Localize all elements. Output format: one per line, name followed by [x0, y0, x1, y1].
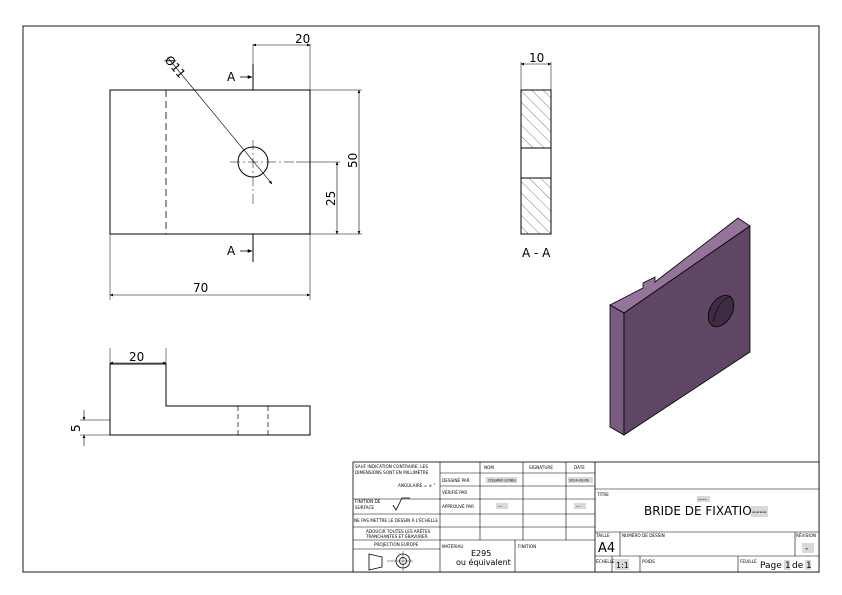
section-hatch-top — [520, 89, 552, 149]
format-value: A4 — [598, 541, 615, 556]
section-marker-bottom: A — [227, 244, 236, 258]
title-block: SAUF INDICATION CONTRAIRE, LES DIMENSION… — [352, 461, 820, 573]
bottom-view-outline — [109, 363, 311, 436]
title-suffix-field — [751, 506, 768, 517]
iso-front-face — [623, 225, 751, 436]
iso-hole-inner — [712, 295, 732, 323]
sheet-page-num: 1 — [785, 561, 791, 571]
row-approved: APPROUVÉ PAR — [442, 504, 474, 509]
isometric-view — [609, 217, 751, 436]
approved-date-field — [574, 503, 586, 509]
sheet-label: FEUILLE — [740, 559, 757, 564]
drawn-date: 2024-03-06 — [569, 479, 589, 483]
deburr-line1: ADOUCIR TOUTES LES ARÊTES — [366, 529, 431, 534]
drawn-name-field — [486, 477, 517, 483]
surface-finish-line1: FINITION DE — [355, 499, 381, 504]
dim-height: 50 — [346, 153, 360, 168]
title-main: BRIDE DE FIXATION — [644, 504, 761, 518]
dim-step-width: 20 — [129, 350, 144, 364]
revision-label: RÉVISION — [796, 533, 816, 538]
title-top-field — [697, 496, 710, 502]
sheet-total-field — [805, 560, 811, 570]
diameter-leader — [167, 57, 273, 185]
sheet-page-word: Page — [760, 561, 782, 571]
title-label: TITRE — [596, 492, 609, 497]
projection-symbol — [368, 551, 413, 571]
angular-note: ANGULAIRE = ± ° — [398, 483, 436, 488]
section-hole-gap — [520, 147, 552, 179]
approved-name: --- — [498, 504, 503, 509]
iso-side-face — [609, 304, 625, 436]
drawing-number-label: NUMÉRO DE DESSIN — [622, 533, 665, 538]
material-value: E295 — [471, 549, 491, 558]
dim-hole-x: 20 — [295, 32, 310, 46]
sheet-of-word: de — [792, 561, 804, 571]
dim-width: 70 — [193, 281, 208, 295]
format-label: TAILLE — [595, 533, 610, 538]
revision-value: - — [805, 544, 808, 554]
deburr-line2: TRANCHANTES ET ÉBAVURER — [365, 534, 428, 539]
weight-label: POIDS — [642, 559, 655, 564]
sheet-total: 1 — [806, 561, 812, 571]
scale-label: ÉCHELLE — [596, 559, 615, 564]
front-view: A A Ø11 20 50 25 70 — [109, 32, 362, 300]
general-note-line2: DIMENSIONS SONT EN MILLIMÈTRE — [355, 470, 429, 475]
material-label: MATÉRIAU — [442, 544, 463, 549]
row-checked: VÉRIFIÉ PAR — [442, 490, 467, 495]
title-suffix: ---- — [752, 507, 767, 518]
scale-value: 1:1 — [616, 561, 629, 570]
no-scale-note: NE PAS METTRE LE DESSIN À L'ÉCHELLE — [354, 518, 438, 523]
scale-field — [615, 559, 629, 570]
section-marker-top: A — [227, 70, 236, 84]
dim-thickness: 10 — [529, 51, 544, 65]
surface-finish-line2: SURFACE — [355, 505, 374, 510]
revision-field — [802, 543, 814, 553]
col-name: NOM — [484, 465, 494, 470]
bottom-view: 20 5 — [69, 348, 311, 446]
surface-finish-symbol — [392, 497, 410, 511]
dim-hole-y: 25 — [324, 191, 338, 206]
col-signature: SIGNATURE — [529, 465, 553, 470]
projection-label: PROJECTION EUROPE — [374, 542, 419, 547]
dim-thin: 5 — [69, 424, 83, 432]
dim-diameter: Ø11 — [162, 53, 189, 81]
title-top: ---- — [698, 496, 707, 503]
material-equiv: ou équivalent — [456, 557, 511, 567]
section-hatch-bottom — [520, 177, 552, 235]
sheet-page-field — [784, 560, 790, 570]
row-drawn: DESSINÉ PAR — [442, 478, 470, 483]
drawn-name: CISSANO LIONEL — [488, 479, 517, 483]
section-view: 10 A - A — [520, 51, 552, 260]
general-note-line1: SAUF INDICATION CONTRAIRE, LES — [355, 464, 428, 469]
approved-date: --- — [576, 504, 581, 509]
col-date: DATE — [574, 465, 585, 470]
approved-name-field — [496, 503, 508, 509]
drawn-date-field — [568, 477, 593, 483]
section-label: A - A — [522, 246, 551, 260]
finish-label: FINITION — [518, 544, 536, 549]
